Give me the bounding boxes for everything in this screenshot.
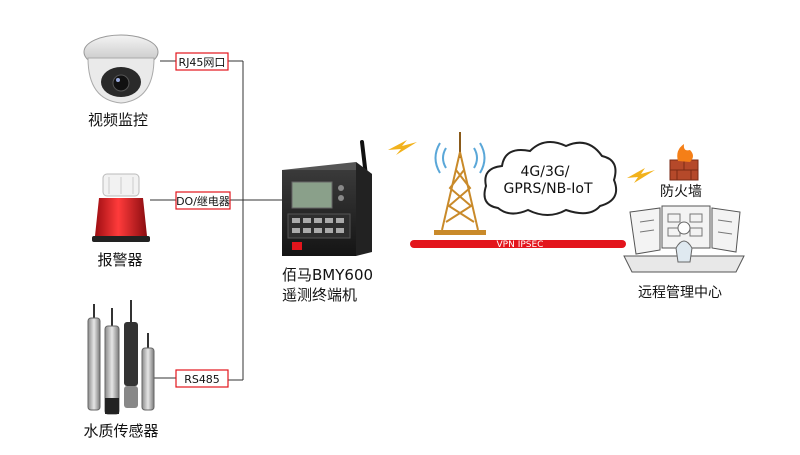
vpn-tunnel: VPN IPSEC: [410, 240, 626, 250]
sensor-label: 水质传感器: [83, 422, 158, 440]
bus-lines: [150, 60, 290, 381]
rj45-tag-label: RJ45网口: [179, 56, 226, 69]
do-relay-tag: DO/继电器: [175, 191, 231, 210]
terminal-name: 佰马BMY600: [282, 266, 373, 284]
do-relay-tag-label: DO/继电器: [176, 195, 230, 208]
firewall-icon: [669, 144, 699, 181]
cell-tower-icon: [434, 132, 486, 235]
water-quality-sensor-icon: [87, 300, 155, 415]
control-center-icon: [623, 205, 745, 273]
rj45-tag: RJ45网口: [175, 52, 229, 71]
vpn-label: VPN IPSEC: [497, 240, 544, 250]
alarm-label: 报警器: [97, 251, 142, 269]
cloud-network-line1: 4G/3G/: [521, 164, 570, 180]
remote-center-label: 远程管理中心: [638, 285, 722, 301]
camera-icon: [83, 34, 159, 104]
terminal-type: 遥测终端机: [282, 286, 357, 304]
signal-bolt-icon: [388, 140, 655, 183]
firewall-label: 防火墙: [660, 184, 702, 200]
rtu-terminal-icon: [282, 140, 372, 256]
rs485-tag: RS485: [175, 369, 229, 388]
cloud-icon: [483, 141, 618, 216]
camera-label: 视频监控: [88, 111, 148, 129]
rs485-tag-label: RS485: [184, 373, 220, 386]
alarm-icon: [92, 173, 150, 242]
cloud-network-line2: GPRS/NB-IoT: [504, 181, 593, 197]
